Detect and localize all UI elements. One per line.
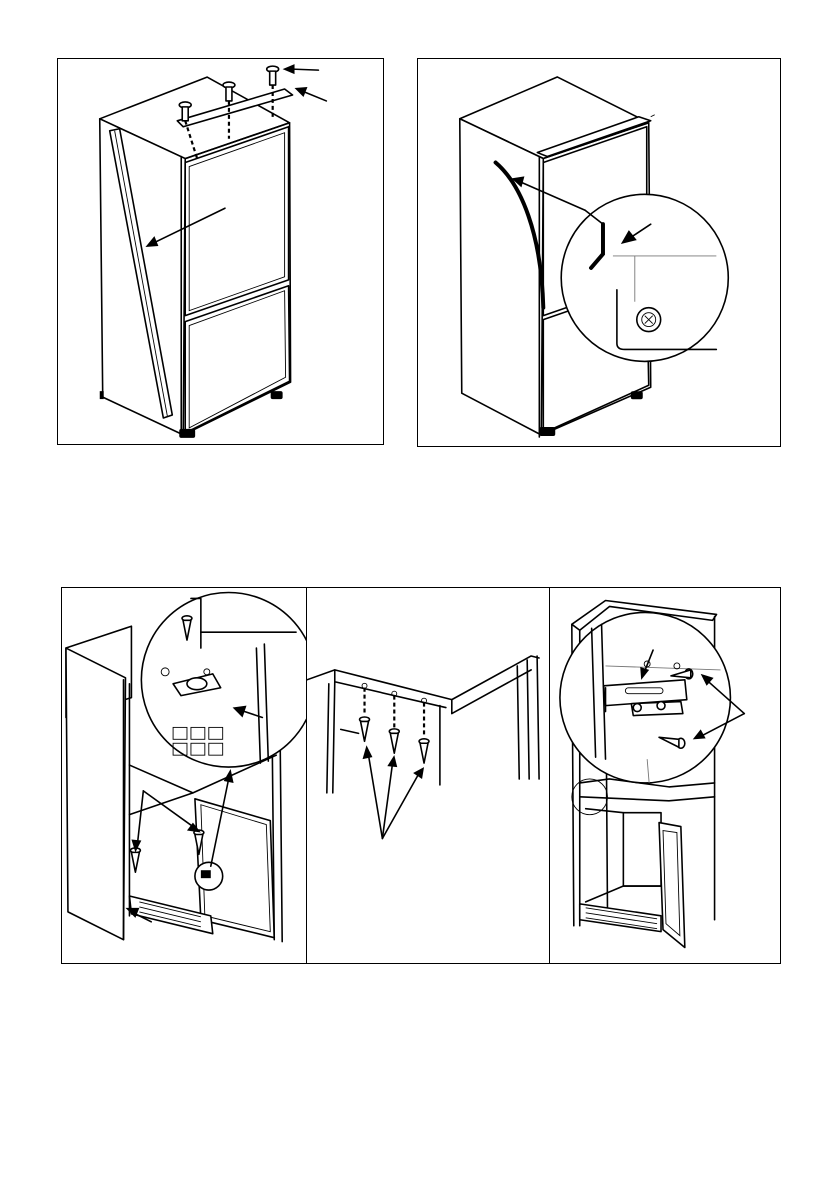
hinge-pin [187,678,207,690]
upper-door-edge-outer [280,745,282,941]
freezer-compartment [623,813,661,886]
front-foot [539,427,555,436]
compartment-top [586,809,624,813]
front-foot [179,429,195,438]
figure-5-drawing [550,588,780,963]
arrow-icon [382,767,424,838]
figure-4-drawing [307,588,549,963]
arrow-icon [295,87,327,101]
figure-1-drawing [58,59,383,444]
side-foot [100,391,104,399]
screw-icon [633,704,641,712]
arrow-icon [283,64,319,74]
arrow-icon [131,791,143,852]
screw-icon [657,702,665,710]
cabinet-top-inner [335,670,446,708]
right-post [517,666,519,779]
figure-1-screws-and-trim [57,58,384,445]
compartment-floor [586,886,661,902]
figure-2-drawing [418,59,780,446]
detail-magnifier [141,593,306,768]
cabinet-top-right-inner [452,670,531,714]
figure-2-seal-detail [417,58,781,447]
cabinet-side-panel [66,648,126,940]
vent-grille [580,904,661,932]
upper-door [185,127,288,316]
right-post-outer [527,660,529,779]
figure-3-drawing [62,588,306,963]
rear-foot [271,391,283,399]
left-post [333,682,335,793]
callout-line [341,729,359,733]
screw-icon [419,739,429,763]
arrow-icon [143,791,201,833]
rear-foot [631,391,643,399]
detail-magnifier [561,194,728,361]
screw-hole [362,683,367,688]
shelf-front [580,797,715,801]
screw-icon [360,717,370,741]
hinge-icon [201,870,211,878]
cabinet-top-right-edge [452,656,539,700]
figure-5-door-bracket [549,587,781,964]
left-post-outer [327,684,329,793]
figure-3-hinge-screws [61,587,307,964]
screw-icon [389,729,399,753]
arrow-icon [363,745,383,838]
figure-4-cabinet-top-screws [306,587,550,964]
bracket-tip [651,115,655,117]
right-post-edge [537,656,539,779]
